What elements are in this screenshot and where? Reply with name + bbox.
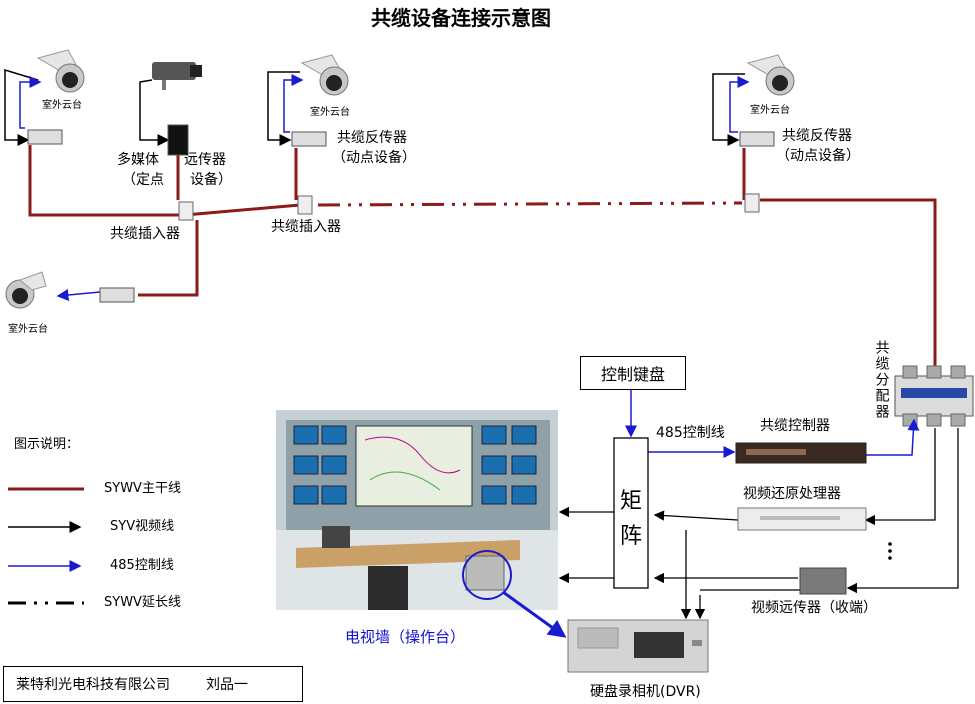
- splitter-label: 共缆分配器: [873, 340, 890, 420]
- camera-label: 室外云台: [750, 105, 790, 116]
- video-restore-label: 视频还原处理器: [743, 486, 841, 502]
- tv-wall-photo: [276, 410, 558, 610]
- trunk-line-splitter: [760, 198, 937, 370]
- fixed-point-label: （定点: [122, 172, 164, 188]
- tvwall-to-dvr-arrow: [502, 590, 567, 638]
- transmitter-box: [27, 129, 63, 145]
- more-channels-dots: [888, 542, 892, 560]
- trunk-line-inserter: [184, 203, 301, 217]
- repeater-box: [291, 131, 327, 147]
- legend-item-label: 485控制线: [110, 558, 174, 573]
- transmitter-box: [99, 287, 135, 303]
- repeater-sub-label: （动点设备）: [332, 150, 416, 166]
- repeater-label: 共缆反传器: [337, 130, 407, 146]
- outdoor-ptz-camera-icon: [5, 271, 47, 309]
- matrix-box: [613, 437, 649, 589]
- outdoor-ptz-camera-icon: [746, 54, 795, 96]
- control-line-cam2: [283, 74, 304, 133]
- camera-label: 室外云台: [42, 100, 82, 111]
- inserter-icon: [297, 195, 313, 215]
- multimedia-box: [167, 124, 189, 156]
- legend-title: 图示说明：: [14, 437, 80, 452]
- trunk-line-cam1: [28, 145, 185, 217]
- author-name: 刘品一: [206, 677, 248, 693]
- legend-samples: [8, 487, 84, 605]
- control-line-label: 485控制线: [656, 425, 725, 441]
- restore-to-matrix-line: [653, 510, 739, 521]
- matrix-label: 矩阵: [620, 489, 643, 550]
- company-name: 莱特利光电科技有限公司: [16, 677, 170, 693]
- trunk-lines: [28, 145, 937, 370]
- control-line-cam3: [729, 76, 750, 133]
- legend-item-label: SYWV主干线: [104, 481, 181, 496]
- video-line-cam2: [267, 71, 300, 146]
- dvr-label: 硬盘录相机(DVR): [590, 684, 701, 700]
- keyboard-box: 控制键盘: [580, 356, 686, 390]
- trunk-line-cam4: [138, 220, 199, 297]
- legend-item-label: SYV视频线: [110, 519, 175, 534]
- remote-device-label: 设备）: [190, 172, 232, 188]
- repeater-label: 共缆反传器: [782, 128, 852, 144]
- inserter-label: 共缆插入器: [110, 226, 180, 242]
- legend-item-label: SYWV延长线: [104, 595, 181, 610]
- control-line-cam4: [56, 289, 101, 301]
- video-restore-device: [737, 507, 867, 531]
- camera-label: 室外云台: [310, 107, 350, 118]
- repeater-sub-label: （动点设备）: [776, 148, 860, 164]
- camera-label: 室外云台: [8, 324, 48, 335]
- splitter-to-restore-line: [864, 428, 936, 526]
- repeater-box: [739, 131, 775, 147]
- coax-controller-label: 共缆控制器: [760, 418, 830, 434]
- inserter-label: 共缆插入器: [271, 219, 341, 235]
- extension-line: [317, 201, 743, 207]
- video-line-cam1: [4, 68, 39, 146]
- video-line-cam3: [712, 73, 745, 146]
- box-camera-icon: [152, 62, 202, 90]
- outdoor-ptz-camera-icon: [36, 49, 85, 93]
- splitter-to-receiver-line: [846, 428, 959, 594]
- remote-transmitter-label: 远传器: [184, 152, 226, 168]
- dvr-device: [567, 619, 709, 673]
- controller-to-splitter-line: [866, 418, 920, 456]
- multimedia-label: 多媒体: [117, 152, 159, 168]
- video-line-multimedia: [139, 79, 170, 146]
- video-receiver-device: [799, 567, 847, 595]
- inserter-icon: [178, 201, 194, 221]
- control-line-cam1: [19, 76, 42, 129]
- inserter-icon: [744, 193, 760, 213]
- splitter-icon: [894, 365, 974, 427]
- footer-box: 莱特利光电科技有限公司 刘品一: [3, 666, 303, 702]
- coax-controller-device: [735, 442, 867, 464]
- outdoor-ptz-camera-icon: [300, 54, 349, 96]
- tv-wall-label: 电视墙（操作台）: [345, 628, 466, 646]
- page-title: 共缆设备连接示意图: [371, 6, 551, 30]
- video-receiver-label: 视频远传器（收端）: [751, 600, 877, 616]
